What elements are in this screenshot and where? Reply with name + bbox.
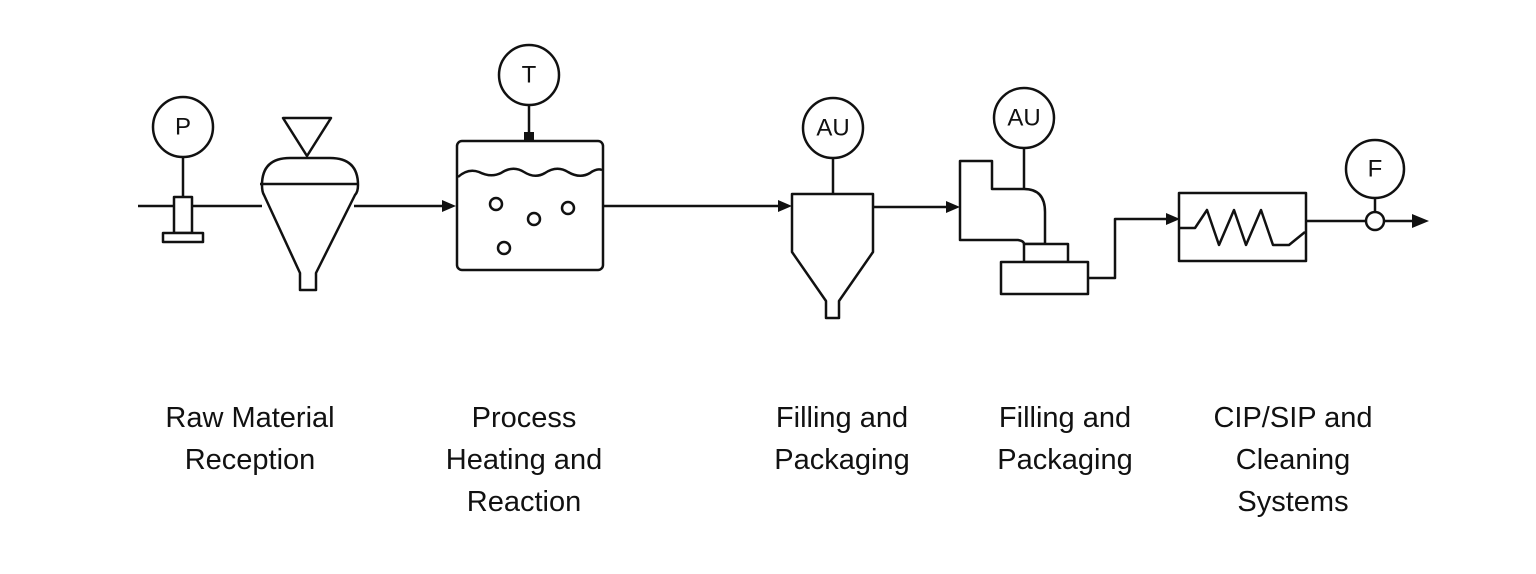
analyzer-2-bubble [992,86,1056,150]
label-line: Filling and [775,402,909,434]
label-line: Heating and [445,444,603,476]
temperature-instrument-bubble [497,43,561,107]
packaging-head [1022,242,1070,264]
bubble-icon [526,211,542,227]
stage-filling-packaging-2: AU [958,86,1090,296]
stage-filling-packaging-1: AU [790,96,875,320]
pipe-packager-to-cip [1088,217,1170,280]
flow-arrow-icon [778,200,792,212]
flow-instrument-bubble [1344,138,1406,200]
flow-sensor [1364,210,1386,232]
pressure-sensor-base [161,231,205,244]
flow-arrow-icon [1166,213,1180,225]
receiving-hopper [260,156,360,292]
stage-label-filling-packaging-1: Filling and Packaging [742,397,942,481]
bubble-icon [560,200,576,216]
stage-label-cip-sip: CIP/SIP and Cleaning Systems [1193,397,1393,523]
stage-label-raw-material-reception: Raw Material Reception [150,397,350,481]
stage-label-process-heating: Process Heating and Reaction [424,397,624,523]
flow-arrow-icon [1412,214,1429,228]
analyzer-1-bubble [801,96,865,160]
flow-arrow-icon [442,200,456,212]
pressure-sensor-body [172,195,194,235]
bubble-icon [488,196,504,212]
packaging-base [999,260,1090,296]
label-line: Filling and [998,402,1132,434]
liquid-surface-wave [457,167,603,178]
stage-cip-sip: F [1177,138,1429,263]
packaging-feeder [958,159,1047,246]
heat-exchanger [1177,191,1308,263]
analyzer-2-tag: AU [1007,105,1040,132]
stage-label-filling-packaging-2: Filling and Packaging [965,397,1165,481]
hopper-feed-triangle-icon [281,116,333,158]
label-line: Packaging [774,444,910,476]
stage-process-heating: T [455,43,605,272]
pressure-instrument-bubble [151,95,215,159]
bubble-icon [496,240,512,256]
flow-instrument-tag: F [1368,156,1383,183]
pressure-instrument-tag: P [175,114,191,141]
label-line: CIP/SIP and [1213,402,1373,434]
reaction-tank [455,139,605,272]
stage-raw-material-reception: P [138,95,360,292]
filling-hopper [790,192,875,320]
label-line: Raw Material [165,402,335,434]
label-line: Cleaning [1235,444,1351,476]
label-line: Packaging [997,444,1133,476]
label-line: Reception [184,444,316,476]
temperature-probe-mount [524,132,534,142]
temperature-instrument-tag: T [522,62,537,89]
label-line: Systems [1237,486,1349,518]
label-line: Process [471,402,577,434]
label-line: Reaction [466,486,582,518]
analyzer-1-tag: AU [816,115,849,142]
heat-exchanger-coil [1179,208,1306,247]
flow-arrow-icon [946,201,960,213]
